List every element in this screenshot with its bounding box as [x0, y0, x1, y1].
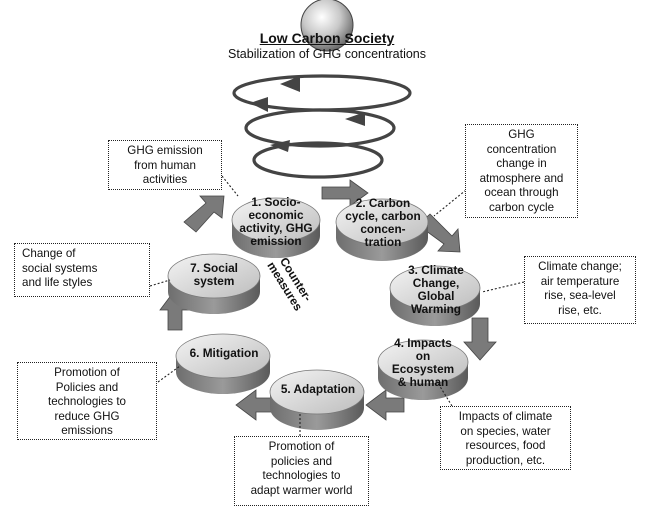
node-adaptation: 5. Adaptation — [280, 382, 356, 396]
spiral-arrow-heads — [250, 76, 365, 152]
node-mitigation: 6. Mitigation — [189, 346, 259, 360]
node-disks — [167, 197, 481, 430]
diagram-subtitle: Stabilization of GHG concentrations — [227, 47, 427, 61]
callout-connectors — [149, 175, 525, 436]
cycle-arrows — [159, 179, 497, 421]
diagram-title: Low Carbon Society — [259, 30, 395, 46]
carbon-spiral — [232, 74, 412, 179]
globe-icon — [300, 0, 354, 52]
